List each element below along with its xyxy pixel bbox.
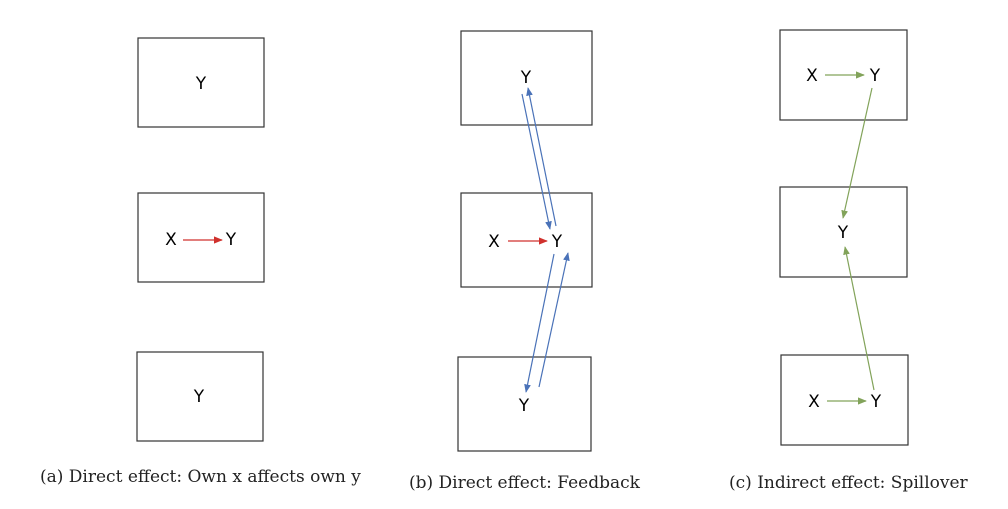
panel-c-caption: (c) Indirect effect: Spillover	[729, 473, 968, 493]
panel-a-caption: (a) Direct effect: Own x affects own y	[40, 467, 361, 487]
panel-b-feedback-arrow-bottom-to-middle	[538, 252, 570, 388]
panel-a-bottom-y-label: Y	[193, 387, 205, 407]
panel-b: Y X Y Y	[457, 30, 593, 452]
panel-b-top-box	[460, 30, 593, 126]
panel-b-caption: (b) Direct effect: Feedback	[409, 473, 640, 493]
panel-b-top-y-label: Y	[520, 68, 532, 88]
panel-a-middle-y-label: Y	[225, 230, 237, 250]
panel-b-feedback-arrow-middle-to-bottom	[524, 253, 555, 393]
panel-b-bottom-y-label: Y	[518, 396, 530, 416]
panel-c-middle-box	[779, 186, 908, 278]
panel-c-top-y-label: Y	[869, 66, 881, 86]
panel-c-bottom-box	[780, 354, 909, 446]
panel-b-middle-y-label: Y	[551, 232, 563, 252]
panel-b-middle-x-label: X	[488, 232, 500, 252]
panel-a-middle-x-label: X	[165, 230, 177, 250]
panel-c-bottom-x-label: X	[808, 392, 820, 412]
panel-c-middle-y-label: Y	[837, 223, 849, 243]
panel-b-feedback-arrow-top-to-middle	[521, 93, 552, 230]
panel-b-middle-box	[460, 192, 593, 288]
panel-c: X Y Y X Y	[779, 29, 909, 446]
panel-b-feedback-arrow-middle-to-top	[526, 87, 557, 227]
panel-b-bottom-box	[457, 356, 592, 452]
panel-c-top-x-label: X	[806, 66, 818, 86]
panel-c-bottom-y-label: Y	[870, 392, 882, 412]
panel-c-spillover-arrow-bottom-to-middle	[843, 246, 875, 391]
panel-c-top-box	[779, 29, 908, 121]
panel-a-middle-box	[137, 192, 265, 283]
panel-a: Y X Y Y	[136, 37, 265, 442]
panel-a-top-y-label: Y	[195, 74, 207, 94]
panel-a-bottom-box	[136, 351, 264, 442]
panel-c-spillover-arrow-top-to-middle	[841, 87, 873, 219]
panel-a-top-box	[137, 37, 265, 128]
